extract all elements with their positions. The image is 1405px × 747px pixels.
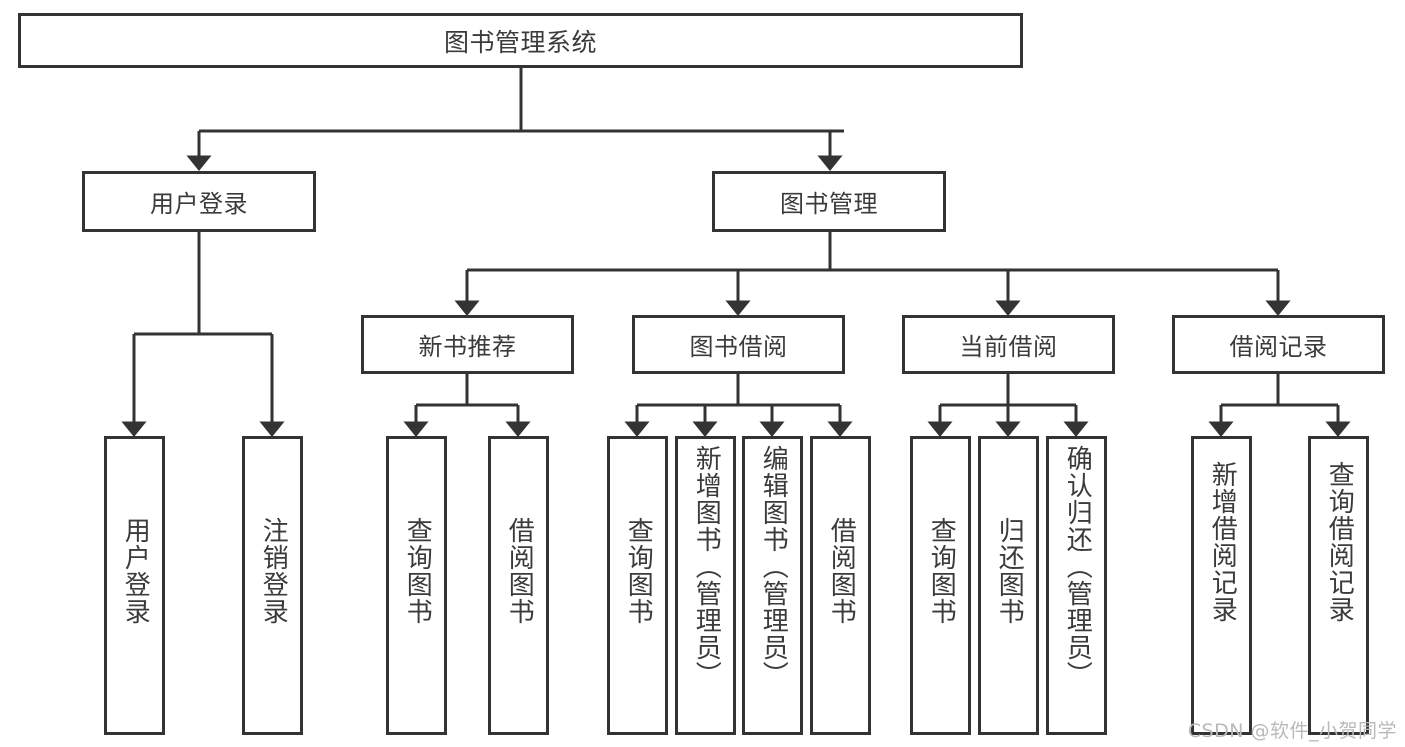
node-root-system[interactable]: 图书管理系统 <box>18 13 1023 68</box>
leaf-edit-book[interactable]: 编辑图书（管理员） <box>742 436 803 735</box>
edges-currentborrow-to-leaves <box>927 374 1089 437</box>
node-user-login[interactable]: 用户登录 <box>82 171 316 232</box>
leaf-query-book-3-label: 查询图书 <box>926 517 957 625</box>
node-root-label: 图书管理系统 <box>443 27 597 57</box>
node-borrow-record[interactable]: 借阅记录 <box>1172 315 1385 374</box>
leaf-borrow-book-2-label: 借阅图书 <box>826 517 857 625</box>
leaf-query-record-label: 查询借阅记录 <box>1324 461 1355 623</box>
leaf-add-book[interactable]: 新增图书（管理员） <box>675 436 736 735</box>
leaf-add-book-label: 新增图书（管理员） <box>691 445 722 688</box>
csdn-watermark: CSDN @软件_小贺同学 <box>1187 720 1397 742</box>
leaf-borrow-book-2[interactable]: 借阅图书 <box>810 436 871 735</box>
node-current-borrow-label: 当前借阅 <box>959 333 1058 361</box>
leaf-logout[interactable]: 注销登录 <box>242 436 303 735</box>
node-new-book-recommend[interactable]: 新书推荐 <box>361 315 574 374</box>
edges-root-to-level2 <box>186 68 844 171</box>
leaf-query-record[interactable]: 查询借阅记录 <box>1308 436 1369 735</box>
leaf-return-book[interactable]: 归还图书 <box>978 436 1039 735</box>
leaf-borrow-book-1[interactable]: 借阅图书 <box>488 436 549 735</box>
node-book-management-label: 图书管理 <box>780 190 878 218</box>
leaf-add-record[interactable]: 新增借阅记录 <box>1191 436 1252 735</box>
node-book-borrow-label: 图书借阅 <box>689 333 788 361</box>
node-book-borrow[interactable]: 图书借阅 <box>632 315 845 374</box>
leaf-user-login-label: 用户登录 <box>120 517 151 625</box>
edges-borrowrecord-to-leaves <box>1208 374 1351 437</box>
leaf-query-book-1-label: 查询图书 <box>402 517 433 625</box>
node-current-borrow[interactable]: 当前借阅 <box>902 315 1115 374</box>
leaf-query-book-3[interactable]: 查询图书 <box>910 436 971 735</box>
edges-bookborrow-to-leaves <box>624 374 853 437</box>
edges-booklevel2-to-level3 <box>454 232 1291 316</box>
leaf-query-book-1[interactable]: 查询图书 <box>386 436 447 735</box>
leaf-confirm-return[interactable]: 确认归还（管理员） <box>1046 436 1107 735</box>
node-user-login-label: 用户登录 <box>150 190 248 218</box>
node-new-book-recommend-label: 新书推荐 <box>418 333 517 361</box>
node-borrow-record-label: 借阅记录 <box>1229 333 1328 361</box>
leaf-return-book-label: 归还图书 <box>994 517 1025 625</box>
edges-userlogin-to-leaves <box>121 232 285 437</box>
leaf-query-book-2[interactable]: 查询图书 <box>607 436 668 735</box>
leaf-edit-book-label: 编辑图书（管理员） <box>758 445 789 688</box>
node-book-management[interactable]: 图书管理 <box>712 171 946 232</box>
leaf-add-record-label: 新增借阅记录 <box>1207 461 1238 623</box>
leaf-confirm-return-label: 确认归还（管理员） <box>1062 445 1093 688</box>
leaf-borrow-book-1-label: 借阅图书 <box>504 517 535 625</box>
leaf-logout-label: 注销登录 <box>258 517 289 625</box>
edges-newbook-to-leaves <box>403 374 531 437</box>
leaf-user-login[interactable]: 用户登录 <box>104 436 165 735</box>
leaf-query-book-2-label: 查询图书 <box>623 517 654 625</box>
